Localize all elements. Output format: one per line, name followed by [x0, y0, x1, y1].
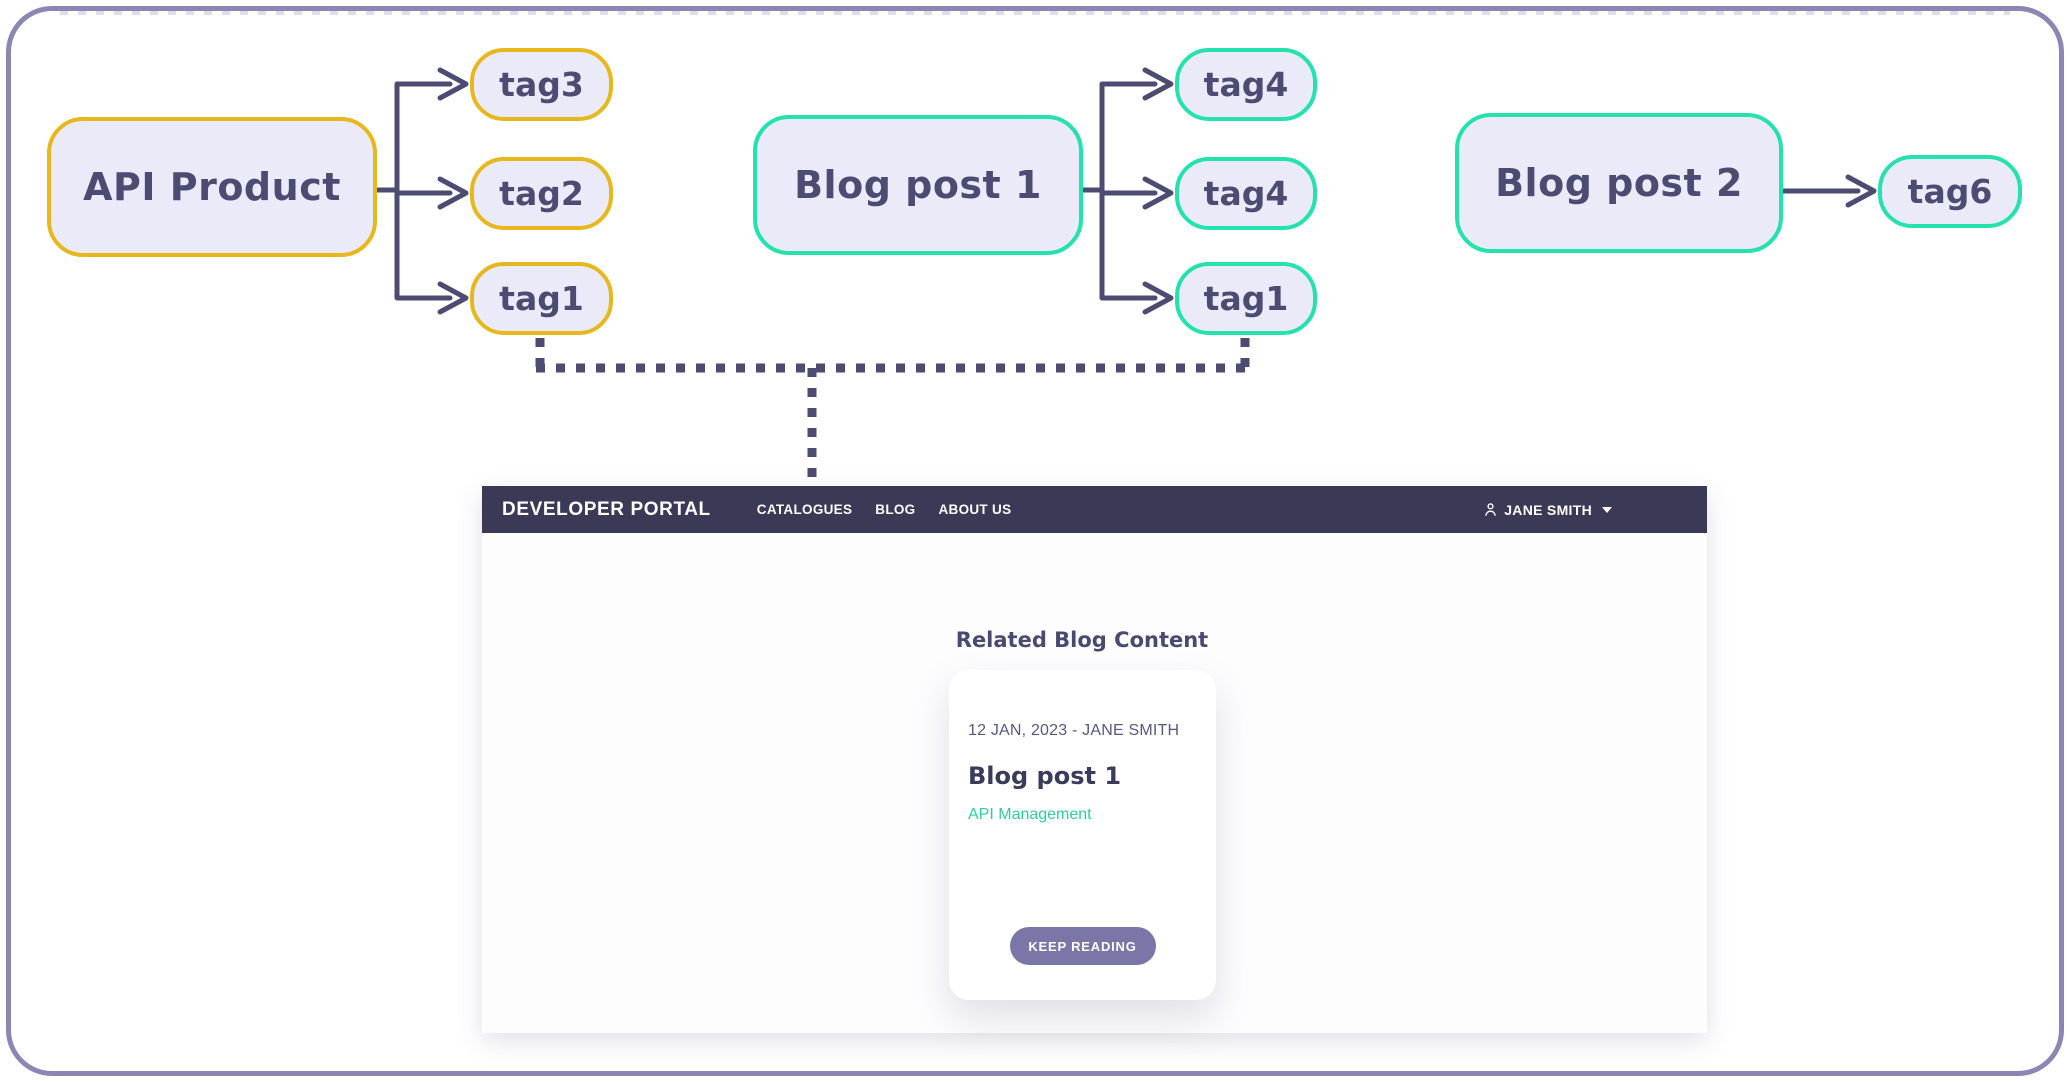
tag-pill-tag6: tag6 [1878, 155, 2022, 228]
portal-nav-links: CATALOGUES BLOG ABOUT US [757, 502, 1012, 517]
node-api-product-label: API Product [83, 165, 341, 209]
developer-portal-window: DEVELOPER PORTAL CATALOGUES BLOG ABOUT U… [482, 486, 1707, 1033]
tag-pill-tag2: tag2 [470, 157, 613, 230]
nav-link-catalogues[interactable]: CATALOGUES [756, 502, 853, 517]
blog-card-tag-link[interactable]: API Management [968, 806, 1092, 823]
blog-card[interactable]: 12 JAN, 2023 - JANE SMITH Blog post 1 AP… [949, 670, 1216, 1000]
node-api-product: API Product [47, 117, 377, 257]
blog-card-title: Blog post 1 [968, 762, 1122, 790]
portal-navbar: DEVELOPER PORTAL CATALOGUES BLOG ABOUT U… [482, 486, 1707, 533]
tag-pill-tag1-right: tag1 [1175, 262, 1317, 335]
tag-pill-tag4-top: tag4 [1175, 48, 1317, 121]
tag-pill-tag1-left: tag1 [470, 262, 613, 335]
nav-link-about-us[interactable]: ABOUT US [938, 502, 1012, 517]
tag-label: tag1 [1203, 279, 1289, 318]
solid-arrows [374, 67, 1877, 315]
tag-label: tag2 [499, 174, 584, 213]
tag-label: tag4 [1203, 174, 1289, 213]
tag-pill-tag4-mid: tag4 [1175, 157, 1317, 230]
nav-link-blog[interactable]: BLOG [875, 502, 916, 517]
tag-label: tag6 [1907, 172, 1993, 211]
node-blog-post-1-label: Blog post 1 [794, 163, 1042, 207]
blog-card-meta: 12 JAN, 2023 - JANE SMITH [968, 722, 1180, 739]
keep-reading-button[interactable]: KEEP READING [1009, 927, 1156, 965]
user-name: JANE SMITH [1504, 501, 1592, 518]
tag-pill-tag3: tag3 [470, 48, 613, 121]
node-blog-post-1: Blog post 1 [753, 115, 1083, 255]
tag-label: tag4 [1203, 65, 1289, 104]
user-menu[interactable]: JANE SMITH [1482, 501, 1612, 518]
node-blog-post-2-label: Blog post 2 [1495, 161, 1743, 205]
user-icon [1485, 503, 1497, 516]
portal-body: Related Blog Content 12 JAN, 2023 - JANE… [482, 533, 1707, 1033]
node-blog-post-2: Blog post 2 [1455, 113, 1783, 253]
tag-label: tag1 [499, 279, 584, 318]
chevron-down-icon [1602, 506, 1612, 513]
tag-label: tag3 [499, 65, 584, 104]
portal-brand: DEVELOPER PORTAL [502, 498, 711, 520]
section-title: Related Blog Content [955, 628, 1209, 652]
